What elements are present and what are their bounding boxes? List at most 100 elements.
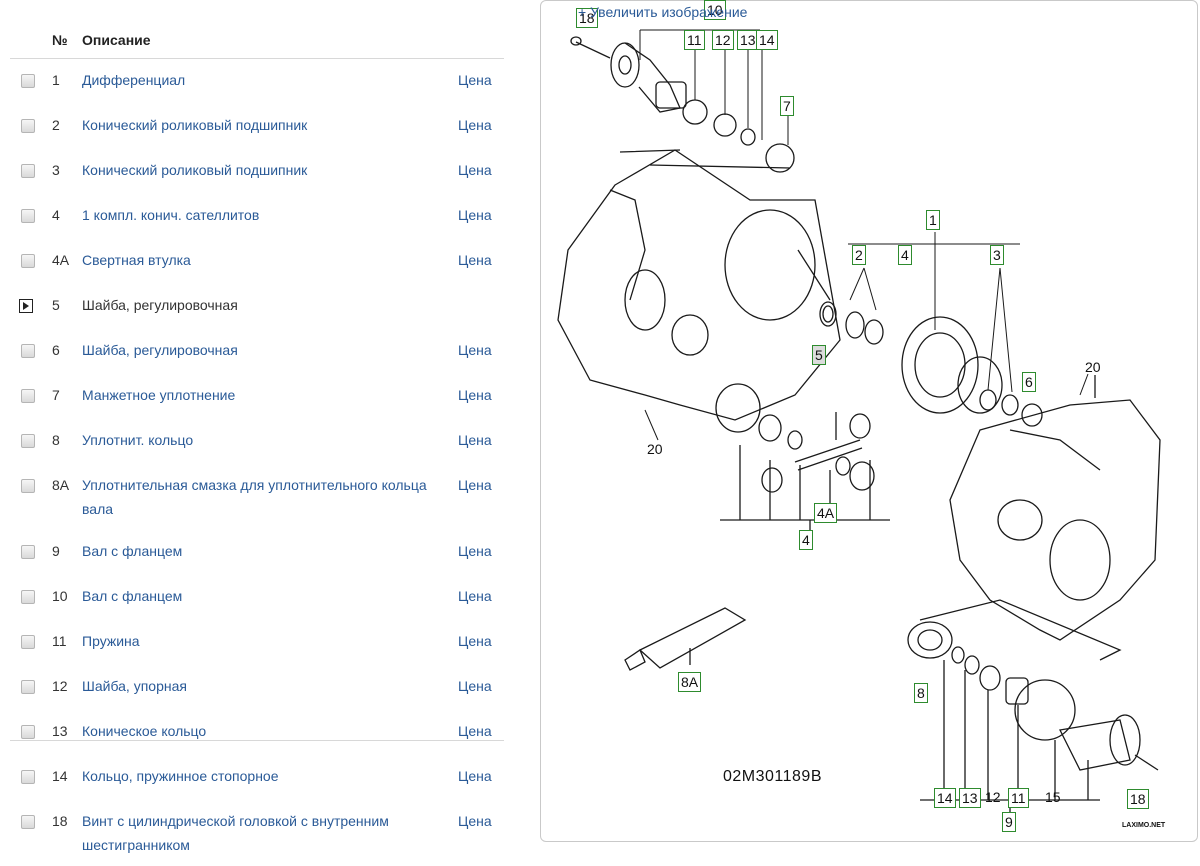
right-housing-drawing xyxy=(919,375,1161,661)
row-checkbox[interactable] xyxy=(21,635,35,649)
callout-4-lower[interactable]: 4 xyxy=(799,530,813,550)
row-description-link[interactable]: Конический роликовый подшипник xyxy=(82,117,308,133)
row-description-link[interactable]: Кольцо, пружинное стопорное xyxy=(82,768,279,784)
row-description-link[interactable]: Свертная втулка xyxy=(82,252,191,268)
callout-4A[interactable]: 4A xyxy=(814,503,838,523)
row-price-link[interactable]: Цена xyxy=(458,768,492,784)
label-15[interactable]: 15 xyxy=(1045,789,1061,805)
row-select-cell xyxy=(10,755,52,800)
callout-6[interactable]: 6 xyxy=(1022,372,1036,392)
row-checkbox[interactable] xyxy=(21,479,35,493)
row-checkbox[interactable] xyxy=(21,209,35,223)
row-price-link[interactable]: Цена xyxy=(458,813,492,829)
callout-8A[interactable]: 8A xyxy=(678,672,702,692)
label-20-left[interactable]: 20 xyxy=(647,441,663,457)
row-price-link[interactable]: Цена xyxy=(458,207,492,223)
callout-13-bottom[interactable]: 13 xyxy=(959,788,981,808)
callout-11-top[interactable]: 11 xyxy=(684,30,705,50)
row-description-link[interactable]: Пружина xyxy=(82,633,140,649)
callout-14-top[interactable]: 14 xyxy=(756,30,778,50)
callout-3[interactable]: 3 xyxy=(990,245,1004,265)
callout-2[interactable]: 2 xyxy=(852,245,866,265)
row-description-link[interactable]: Шайба, упорная xyxy=(82,678,187,694)
label-12-bottom[interactable]: 12 xyxy=(985,789,1001,805)
row-description-link[interactable]: Дифференциал xyxy=(82,72,186,88)
callout-13-top[interactable]: 13 xyxy=(737,30,759,50)
row-price-link[interactable]: Цена xyxy=(458,252,492,268)
row-checkbox[interactable] xyxy=(21,254,35,268)
row-checkbox[interactable] xyxy=(21,164,35,178)
row-price-link[interactable]: Цена xyxy=(458,543,492,559)
callout-18-bottom[interactable]: 18 xyxy=(1127,789,1149,809)
row-price-link[interactable]: Цена xyxy=(458,477,492,493)
callout-1[interactable]: 1 xyxy=(926,210,940,230)
row-description-link[interactable]: 1 компл. конич. сателлитов xyxy=(82,207,260,223)
callout-10[interactable]: 10 xyxy=(704,0,726,20)
label-20-right[interactable]: 20 xyxy=(1085,359,1101,375)
callout-11-bottom[interactable]: 11 xyxy=(1008,788,1029,808)
callout-4-upper[interactable]: 4 xyxy=(898,245,912,265)
table-row[interactable]: 12 Шайба, упорная Цена xyxy=(10,665,504,710)
row-price-link[interactable]: Цена xyxy=(458,387,492,403)
bevel-gear-set-drawing xyxy=(715,383,890,535)
callout-9[interactable]: 9 xyxy=(1002,812,1016,832)
row-description-link[interactable]: Манжетное уплотнение xyxy=(82,387,236,403)
row-price-link[interactable]: Цена xyxy=(458,633,492,649)
header-num: № xyxy=(52,22,82,59)
row-description-link[interactable]: Вал с фланцем xyxy=(82,588,183,604)
row-checkbox[interactable] xyxy=(21,74,35,88)
row-price-link[interactable]: Цена xyxy=(458,678,492,694)
row-price-link[interactable]: Цена xyxy=(458,723,492,739)
callout-12-top[interactable]: 12 xyxy=(712,30,734,50)
row-price-link[interactable]: Цена xyxy=(458,432,492,448)
row-description-link[interactable]: Шайба, регулировочная xyxy=(82,342,238,358)
row-number: 12 xyxy=(52,678,68,694)
row-checkbox[interactable] xyxy=(21,680,35,694)
row-price-link[interactable]: Цена xyxy=(458,342,492,358)
callout-8[interactable]: 8 xyxy=(914,683,928,703)
row-select-cell xyxy=(10,329,52,374)
row-description-link[interactable]: Винт с цилиндрической головкой с внутрен… xyxy=(82,813,389,853)
zoom-image-link[interactable]: + Увеличить изображение xyxy=(578,4,748,20)
row-description-link[interactable]: Вал с фланцем xyxy=(82,543,183,559)
row-checkbox[interactable] xyxy=(21,389,35,403)
callout-5-highlighted[interactable]: 5 xyxy=(812,345,826,365)
row-description-link[interactable]: Коническое кольцо xyxy=(82,723,207,739)
row-description-link[interactable]: Уплотнительная смазка для уплотнительног… xyxy=(82,477,427,517)
row-checkbox[interactable] xyxy=(21,434,35,448)
row-select-cell xyxy=(10,194,52,239)
callout-18-top[interactable]: 18 xyxy=(576,8,598,28)
row-checkbox[interactable] xyxy=(21,590,35,604)
row-price-link[interactable]: Цена xyxy=(458,588,492,604)
row-description-link[interactable]: Конический роликовый подшипник xyxy=(82,162,308,178)
row-description-link[interactable]: Уплотнит. кольцо xyxy=(82,432,194,448)
header-description: Описание xyxy=(82,22,458,59)
row-checkbox[interactable] xyxy=(21,545,35,559)
callout-14-bottom[interactable]: 14 xyxy=(934,788,956,808)
row-price-link[interactable]: Цена xyxy=(458,162,492,178)
row-price-link[interactable]: Цена xyxy=(458,117,492,133)
row-price-link[interactable]: Цена xyxy=(458,72,492,88)
row-checkbox[interactable] xyxy=(21,770,35,784)
callout-7[interactable]: 7 xyxy=(780,96,794,116)
row-checkbox[interactable] xyxy=(21,815,35,829)
row-checkbox[interactable] xyxy=(21,725,35,739)
row-checkbox[interactable] xyxy=(21,344,35,358)
row-checkbox[interactable] xyxy=(21,119,35,133)
